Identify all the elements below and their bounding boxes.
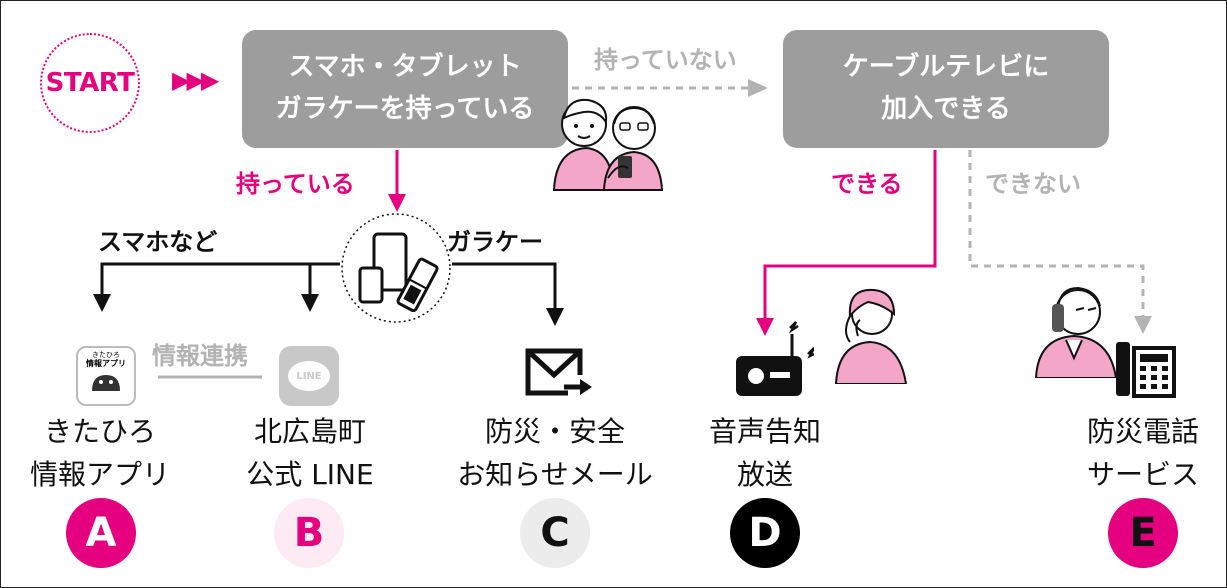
item-a-line2: 情報アプリ <box>29 458 170 492</box>
mascot-icon <box>92 374 120 391</box>
smartphone-label: スマホなど <box>98 228 218 256</box>
badge-a: A <box>66 498 136 568</box>
arrow-head-not-have <box>748 79 768 97</box>
phones-icon <box>341 213 451 323</box>
arrow-head-d <box>756 318 774 336</box>
phone-question-box: スマホ・タブレット ガラケーを持っている <box>242 30 568 148</box>
item-b-text: 北広島町 公式 LINE <box>230 410 390 497</box>
branch-to-a <box>100 262 340 296</box>
chevrons-icon: ▶▶▶ <box>172 66 219 94</box>
elderly-couple-icon <box>552 98 664 191</box>
line-bubble: LINE <box>288 361 330 391</box>
link-label: 情報連携 <box>152 342 248 370</box>
arrow-head-e <box>1134 316 1152 334</box>
item-b-line1: 北広島町 <box>253 415 366 448</box>
cable-question-line1: ケーブルテレビに <box>842 52 1050 83</box>
flip-phone-label: ガラケー <box>447 228 543 256</box>
badge-b: B <box>274 498 344 568</box>
item-d-text: 音声告知 放送 <box>685 410 845 497</box>
item-c-text: 防災・安全 お知らせメール <box>455 410 655 497</box>
radio-receiver-icon <box>736 321 814 396</box>
woman-listening-icon <box>834 288 908 384</box>
man-on-phone-icon <box>1034 286 1118 378</box>
arrow-head-a <box>93 294 111 312</box>
item-a-text: きたひろ 情報アプリ <box>20 410 180 497</box>
phone-question-line1: スマホ・タブレット <box>288 52 522 83</box>
badge-d-letter: D <box>748 510 782 556</box>
item-e-line2: サービス <box>1086 458 1199 492</box>
branch-to-c <box>452 262 557 310</box>
item-d-line1: 音声告知 <box>708 415 821 448</box>
badge-e-letter: E <box>1129 510 1157 556</box>
item-a-line1: きたひろ <box>43 415 156 448</box>
item-c-line1: 防災・安全 <box>484 415 625 448</box>
item-b-line2: 公式 LINE <box>246 458 374 492</box>
phone-question-line2: ガラケーを持っている <box>275 94 535 124</box>
branch-to-e <box>968 150 1145 318</box>
have-label: 持っている <box>236 170 355 198</box>
can-label: できる <box>831 170 903 198</box>
start-label: START <box>45 68 135 98</box>
start-circle: START <box>40 33 140 133</box>
badge-c: C <box>520 498 590 568</box>
not-have-label: 持っていない <box>594 46 737 74</box>
mail-icon <box>525 348 592 396</box>
line-app-icon: LINE <box>279 346 339 406</box>
cable-question-box: ケーブルテレビに 加入できる <box>783 30 1109 148</box>
badge-a-letter: A <box>85 510 117 556</box>
cable-question-line2: 加入できる <box>881 94 1011 124</box>
badge-d: D <box>730 498 800 568</box>
app-icon-text-1: きたひろ <box>92 351 120 359</box>
arrow-head-c <box>546 308 564 326</box>
item-e-text: 防災電話 サービス <box>1063 410 1223 497</box>
badge-e: E <box>1108 498 1178 568</box>
kitahiro-app-icon: きたひろ 情報アプリ <box>76 346 136 406</box>
badge-c-letter: C <box>540 510 570 556</box>
item-d-line2: 放送 <box>736 458 793 492</box>
item-e-line1: 防災電話 <box>1086 415 1199 448</box>
badge-b-letter: B <box>293 510 325 556</box>
cannot-label: できない <box>985 170 1081 198</box>
arrow-head-b <box>301 294 319 312</box>
item-c-line2: お知らせメール <box>457 458 653 492</box>
arrow-head-have <box>388 194 406 212</box>
app-icon-text-2: 情報アプリ <box>86 359 126 368</box>
branch-to-d <box>763 150 937 320</box>
telephone-icon <box>1116 342 1176 398</box>
